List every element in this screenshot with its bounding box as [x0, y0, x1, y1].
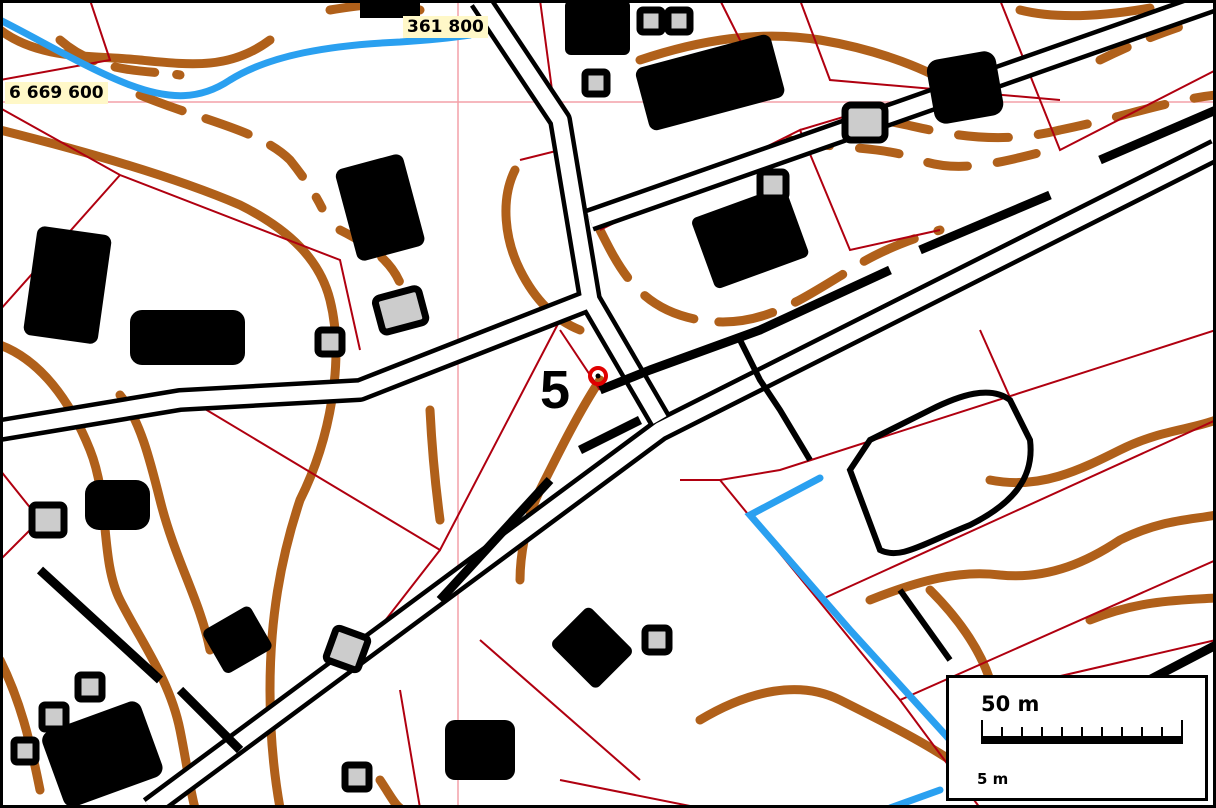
building — [85, 480, 150, 530]
small-building — [74, 671, 106, 703]
small-building — [10, 736, 40, 766]
building — [130, 310, 245, 365]
contour-line — [595, 225, 945, 327]
contour-line — [0, 25, 275, 69]
scale-bar — [981, 720, 1183, 744]
road-fill — [587, 0, 1216, 228]
grid-northing-label: 6 669 600 — [5, 82, 108, 104]
small-building — [322, 624, 372, 674]
contour-line — [55, 35, 185, 80]
buildings — [23, 0, 1004, 807]
small-building — [581, 68, 611, 98]
property-line — [0, 107, 361, 351]
small-building — [756, 168, 790, 202]
stream — [744, 474, 954, 744]
contour-line — [115, 390, 215, 655]
scale-bar-panel: 50 m 5 m — [946, 675, 1208, 801]
sidewalk — [176, 686, 244, 754]
building — [203, 606, 272, 673]
scale-ticks — [981, 720, 1183, 744]
grid-easting-label: 361 800 — [403, 16, 488, 38]
small-building — [641, 624, 673, 656]
road-fill — [473, 0, 667, 424]
property-line — [719, 479, 1216, 702]
contour-line — [875, 90, 1216, 143]
property-line — [999, 0, 1216, 152]
sidewalk — [1098, 105, 1216, 165]
contour-line — [0, 340, 200, 808]
small-building — [28, 501, 68, 539]
small-building — [341, 761, 373, 793]
building — [926, 51, 1004, 124]
stream — [886, 786, 944, 808]
property-line — [819, 419, 1216, 601]
property-line — [399, 689, 421, 808]
contour-line — [0, 125, 341, 808]
property-line — [559, 779, 701, 808]
building — [692, 186, 809, 289]
path — [897, 588, 953, 662]
path — [737, 338, 813, 462]
road-fill — [145, 143, 1216, 808]
point-marker-center-icon — [595, 373, 601, 379]
small-building — [636, 6, 666, 36]
contour-line — [135, 90, 327, 213]
sidewalk — [577, 415, 643, 455]
property-line — [479, 639, 641, 781]
contour-line — [695, 685, 955, 765]
scale-minor-label: 5 m — [977, 770, 1009, 788]
building — [565, 0, 630, 55]
building — [23, 226, 112, 344]
road-fill — [0, 293, 593, 438]
track-outline — [846, 389, 1034, 557]
building — [552, 607, 632, 688]
building — [42, 701, 163, 807]
building — [360, 0, 420, 18]
contour-line — [425, 405, 445, 525]
scale-major-label: 50 m — [981, 692, 1040, 716]
sidewalk — [918, 190, 1052, 255]
point-marker-ring-icon[interactable] — [588, 366, 608, 386]
contour-line — [985, 415, 1216, 488]
property-line — [189, 319, 561, 552]
property-line — [680, 329, 1216, 481]
contour-line — [925, 585, 995, 685]
stream — [0, 16, 474, 100]
contour-line — [1085, 593, 1216, 625]
sidewalk — [36, 566, 164, 684]
contour-line — [1095, 15, 1205, 65]
small-building — [371, 285, 430, 336]
contour-line — [0, 655, 45, 795]
contour-line — [1015, 3, 1155, 21]
point-number-label: 5 — [540, 360, 570, 420]
sidewalk — [598, 265, 892, 395]
small-building — [664, 6, 694, 36]
building — [635, 34, 785, 131]
point-marker[interactable] — [588, 366, 608, 386]
building — [445, 720, 515, 780]
small-buildings — [10, 6, 889, 793]
small-building — [314, 326, 346, 358]
property-line — [0, 0, 112, 81]
contour-line — [635, 31, 965, 95]
contour-line — [375, 775, 405, 808]
sidewalk — [436, 476, 554, 604]
small-building — [38, 701, 70, 733]
contour-line — [865, 510, 1216, 605]
small-building — [841, 101, 889, 144]
building — [335, 154, 425, 261]
